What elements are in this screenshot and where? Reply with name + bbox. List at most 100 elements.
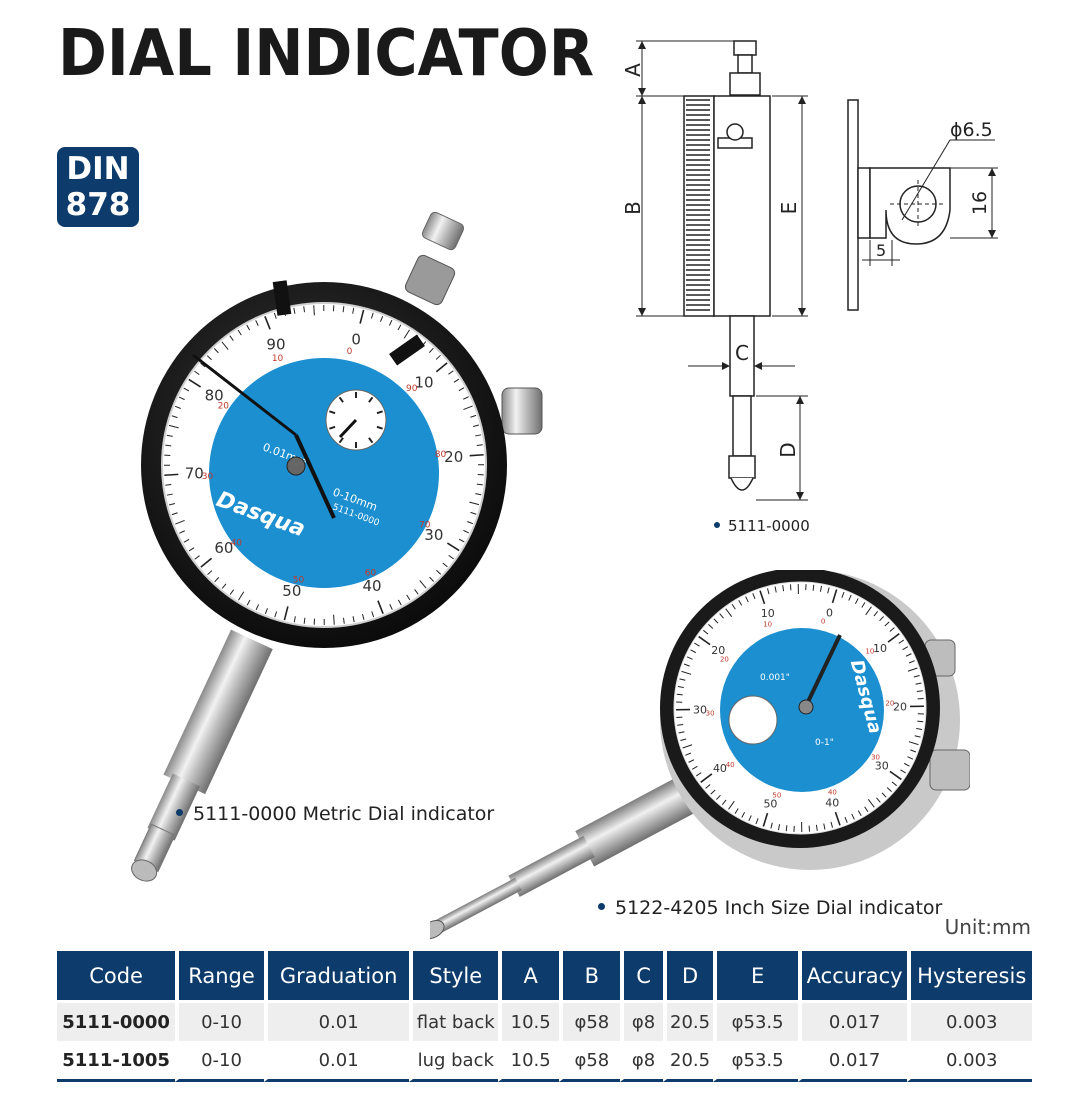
dial-label: 20 xyxy=(885,700,894,708)
dial-tick xyxy=(313,305,315,316)
limit-clip-left xyxy=(272,280,292,316)
dial-tick xyxy=(728,800,735,810)
dial-tick xyxy=(168,424,179,429)
header-e: E xyxy=(713,951,798,1000)
dial-tick xyxy=(472,424,480,427)
dial-tick xyxy=(834,811,841,826)
inch-main-needle xyxy=(804,634,842,707)
dial-label: 0 xyxy=(826,606,833,619)
dial-tick xyxy=(458,387,465,392)
dial-label: 30 xyxy=(202,472,214,482)
dial-tick xyxy=(469,501,480,506)
header-range: Range xyxy=(175,951,264,1000)
drawing-caption: 5111-0000 xyxy=(714,517,810,535)
dial-tick xyxy=(889,770,902,781)
dial-label: 30 xyxy=(875,759,889,772)
cell-c: φ8 xyxy=(620,1041,663,1082)
dial-tick xyxy=(755,818,759,825)
dial-label: 10 xyxy=(761,607,775,620)
dial-label: 40 xyxy=(362,577,381,595)
dial-tick xyxy=(690,649,697,654)
metric-caption: 5111-0000 Metric Dial indicator xyxy=(176,803,494,825)
dial-label: 40 xyxy=(231,539,243,549)
dial-tick xyxy=(738,599,743,606)
dial-tick xyxy=(470,511,477,515)
dial-tick xyxy=(777,824,781,831)
dial-tick xyxy=(221,341,229,350)
dial-tick xyxy=(213,348,219,354)
dial-tick xyxy=(681,670,692,675)
dial-label: 10 xyxy=(415,373,434,391)
dial-tick xyxy=(206,355,212,361)
dial-tick xyxy=(448,554,454,560)
dial-tick xyxy=(713,618,719,624)
dial-tick xyxy=(691,765,698,770)
dial-tick xyxy=(166,434,173,437)
dial-tick xyxy=(171,512,178,516)
dim-label-e: E xyxy=(777,202,801,215)
dial-tick xyxy=(864,806,869,813)
dim-label-c: C xyxy=(735,341,749,365)
dial-tick xyxy=(867,798,875,808)
dial-label: 50 xyxy=(763,797,777,810)
dial-label: 30 xyxy=(706,709,715,717)
dial-tick xyxy=(876,797,881,803)
dial-tick xyxy=(865,606,872,616)
table-row: 5111-0000 0-10 0.01 flat back 10.5 φ58 φ… xyxy=(57,1000,1032,1041)
dial-tick xyxy=(879,616,884,622)
dial-tick xyxy=(435,354,441,360)
dial-tick xyxy=(898,639,905,644)
cell-range: 0-10 xyxy=(175,1041,264,1082)
dial-label: 30 xyxy=(693,703,707,716)
dial-tick xyxy=(716,794,721,800)
dial-tick xyxy=(677,685,684,689)
dial-label: 20 xyxy=(720,656,729,664)
dial-tick xyxy=(731,603,736,610)
cell-code: 5111-1005 xyxy=(57,1041,176,1082)
header-a: A xyxy=(498,951,560,1000)
cell-e: φ53.5 xyxy=(713,1041,798,1082)
dial-tick xyxy=(721,799,727,805)
dial-label: 90 xyxy=(266,335,285,353)
dial-tick xyxy=(914,735,921,738)
dial-label: 20 xyxy=(444,448,463,466)
dial-label: 20 xyxy=(711,644,725,657)
dial-tick xyxy=(200,362,206,368)
dial-tick xyxy=(370,312,374,319)
bullet-icon xyxy=(176,809,183,816)
dial-tick xyxy=(916,690,923,693)
dial-label: 50 xyxy=(293,575,305,585)
inch-needle-hub xyxy=(798,699,814,715)
dial-label: 60 xyxy=(214,539,233,557)
dial-label: 50 xyxy=(282,582,301,600)
metric-caption-text: 5111-0000 Metric Dial indicator xyxy=(193,803,495,825)
inch-graduation-mark: 0.001" xyxy=(760,673,790,683)
dial-tick xyxy=(388,319,393,326)
dial-tick xyxy=(174,405,181,409)
dial-tick xyxy=(686,656,693,660)
dial-tick xyxy=(759,590,766,605)
dial-tick xyxy=(397,599,402,606)
din-badge: DIN 878 xyxy=(57,147,139,227)
dial-tick xyxy=(873,611,879,617)
dial-tick xyxy=(677,723,684,726)
dial-tick xyxy=(188,547,195,552)
dial-tick xyxy=(403,329,410,339)
dial-tick xyxy=(414,589,419,595)
dial-tick xyxy=(419,580,427,589)
header-style: Style xyxy=(409,951,499,1000)
dial-tick xyxy=(705,784,711,789)
header-code: Code xyxy=(57,951,176,1000)
dial-tick xyxy=(766,588,770,595)
side-knob xyxy=(501,387,543,435)
dial-tick xyxy=(785,825,788,832)
dial-tick xyxy=(221,583,227,589)
dial-tick xyxy=(688,759,695,763)
dial-label: 70 xyxy=(419,521,431,531)
dial-tick xyxy=(913,674,920,678)
dial-label: 0 xyxy=(347,347,353,357)
dial-tick xyxy=(676,693,683,696)
dial-tick xyxy=(165,484,172,486)
dial-tick xyxy=(463,529,470,534)
cell-b: φ58 xyxy=(559,1000,621,1041)
